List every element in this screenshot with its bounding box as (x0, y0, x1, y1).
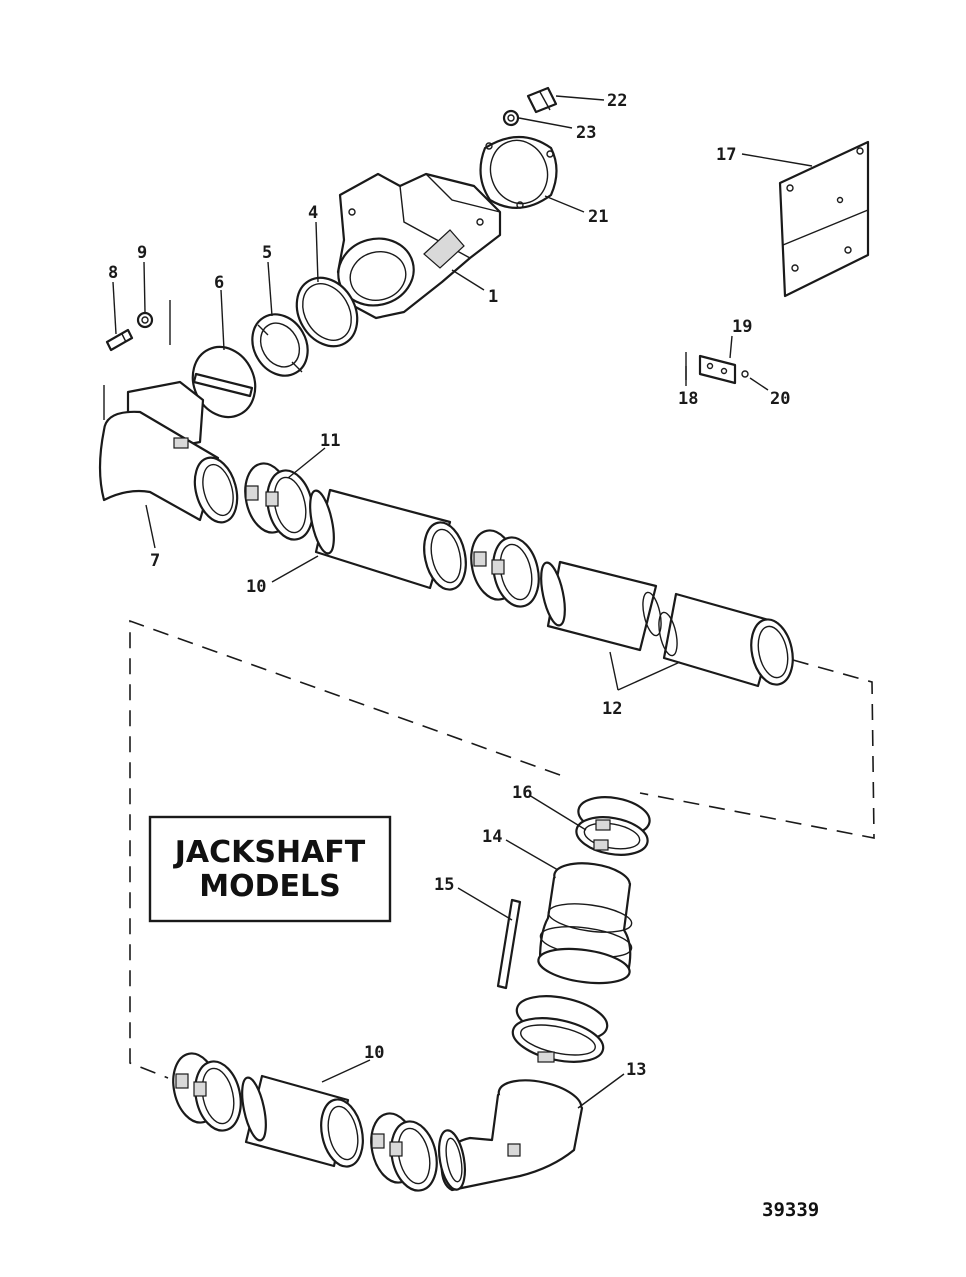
callout-7: 7 (150, 551, 160, 571)
title-line-2: MODELS (199, 869, 340, 904)
part-16-clamps-lower (511, 995, 609, 1063)
callout-9: 9 (137, 243, 147, 263)
part-8-bolt (105, 328, 134, 352)
callout-11: 11 (320, 431, 340, 451)
callout-15: 15 (434, 875, 454, 895)
part-11-hose-clamps-middle (470, 529, 540, 608)
callout-14: 14 (482, 827, 502, 847)
part-12-hose-segments (540, 560, 794, 688)
part-1-housing (336, 172, 502, 320)
callout-5: 5 (262, 243, 272, 263)
callout-17: 17 (716, 145, 736, 165)
callout-10-upper: 10 (246, 577, 266, 597)
part-11-hose-clamps-bottom-left (172, 1052, 242, 1132)
part-11-hose-clamps (244, 462, 314, 541)
callout-1: 1 (488, 287, 498, 307)
title-line-1: JACKSHAFT (173, 835, 366, 870)
leader-lines (112, 95, 813, 1109)
callout-12: 12 (602, 699, 622, 719)
part-4-o-ring (295, 276, 359, 348)
part-16-clamps (575, 796, 651, 856)
callout-4: 4 (308, 203, 318, 223)
part-22-bolt (526, 86, 558, 114)
callout-22: 22 (607, 91, 627, 111)
callout-20: 20 (770, 389, 790, 409)
part-6-flapper (191, 345, 257, 419)
callout-18: 18 (678, 389, 698, 409)
callout-23: 23 (576, 123, 596, 143)
jackshaft-models-title: JACKSHAFT MODELS (148, 815, 392, 923)
part-21-gasket (479, 136, 558, 209)
callout-21: 21 (588, 207, 608, 227)
callout-6: 6 (214, 273, 224, 293)
callout-16: 16 (512, 783, 532, 803)
part-10-hose-lower (241, 1074, 364, 1168)
part-7-elbow (98, 380, 239, 524)
part-14-bellows (537, 862, 633, 985)
part-17-plate (778, 140, 870, 298)
callout-8: 8 (108, 263, 118, 283)
callout-10-lower: 10 (364, 1043, 384, 1063)
part-18-20-bracket (685, 352, 749, 385)
part-5-ring (251, 313, 309, 377)
hardware-guide-lines (103, 300, 171, 420)
callout-labels: 22 23 21 17 19 18 20 1 4 5 6 8 9 11 7 10… (108, 91, 790, 1080)
part-9-washer (136, 311, 154, 329)
jackshaft-group-boundary (129, 619, 875, 1079)
part-23-washer (502, 109, 520, 127)
part-10-hose-upper (309, 488, 467, 591)
callout-19: 19 (732, 317, 752, 337)
part-15-strap (496, 898, 522, 990)
part-11-hose-clamps-bottom-right (370, 1112, 438, 1192)
part-13-elbow (437, 1079, 584, 1192)
figure-number: 39339 (762, 1199, 819, 1221)
callout-13: 13 (626, 1060, 646, 1080)
